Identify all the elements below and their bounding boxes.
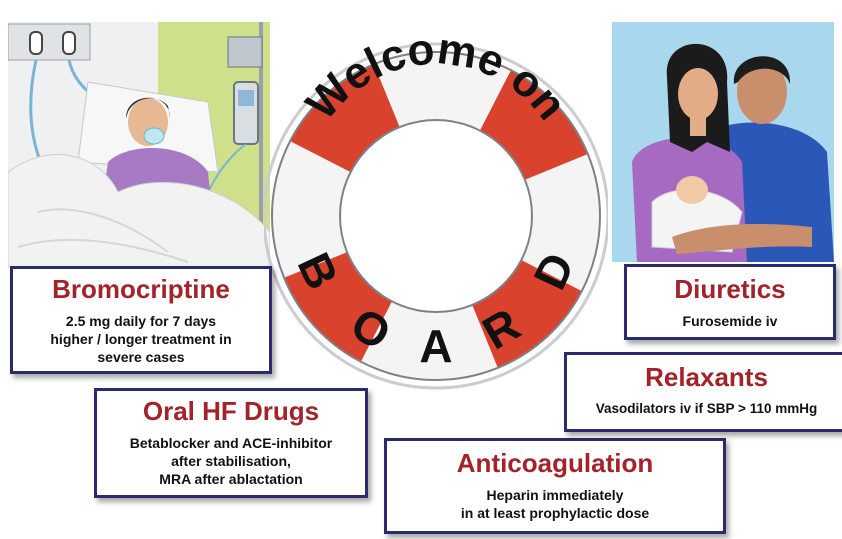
anticoagulation-text: Heparin immediately in at least prophyla… xyxy=(387,486,723,522)
anticoagulation-box: Anticoagulation Heparin immediately in a… xyxy=(384,438,726,534)
family-illustration xyxy=(612,22,834,262)
oral-hf-line: after stabilisation, xyxy=(171,452,291,469)
diuretics-title: Diuretics xyxy=(674,274,786,304)
diuretics-line: Furosemide iv xyxy=(682,312,778,329)
bromocriptine-line: severe cases xyxy=(97,348,185,365)
relaxants-line: Vasodilators iv if SBP > 110 mmHg xyxy=(595,400,818,416)
bromocriptine-text: 2.5 mg daily for 7 days higher / longer … xyxy=(13,312,269,367)
anticoagulation-line: Heparin immediately xyxy=(486,486,624,503)
bromocriptine-line: 2.5 mg daily for 7 days xyxy=(65,312,217,329)
relaxants-text: Vasodilators iv if SBP > 110 mmHg xyxy=(567,400,842,418)
hospital-illustration xyxy=(8,22,270,268)
bromocriptine-title: Bromocriptine xyxy=(52,274,230,304)
bromocriptine-line: higher / longer treatment in xyxy=(50,330,232,347)
oral-hf-line: MRA after ablactation xyxy=(159,470,303,487)
diuretics-text: Furosemide iv xyxy=(627,312,833,330)
oxygen-outlet-icon xyxy=(29,31,76,55)
oral-hf-drugs-text: Betablocker and ACE-inhibitor after stab… xyxy=(97,434,365,489)
ring-letter: A xyxy=(419,320,452,372)
relaxants-box: Relaxants Vasodilators iv if SBP > 110 m… xyxy=(564,352,842,432)
diuretics-box: Diuretics Furosemide iv xyxy=(624,264,836,340)
oral-hf-line: Betablocker and ACE-inhibitor xyxy=(129,434,333,451)
relaxants-title: Relaxants xyxy=(645,362,768,392)
anticoagulation-line: in at least prophylactic dose xyxy=(460,504,650,521)
oral-hf-drugs-title: Oral HF Drugs xyxy=(142,396,320,426)
bromocriptine-box: Bromocriptine 2.5 mg daily for 7 days hi… xyxy=(10,266,272,374)
monitor-icon xyxy=(227,36,263,145)
oral-hf-drugs-box: Oral HF Drugs Betablocker and ACE-inhibi… xyxy=(94,388,368,498)
anticoagulation-title: Anticoagulation xyxy=(456,448,654,478)
